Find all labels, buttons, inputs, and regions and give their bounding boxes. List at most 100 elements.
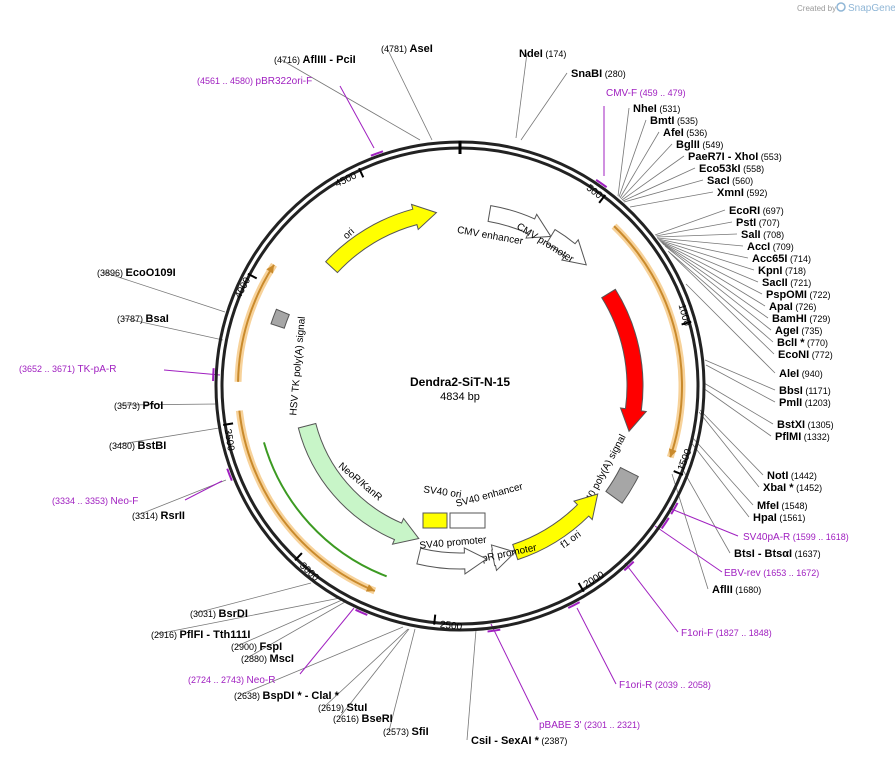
primer-f1ori-f[interactable]: F1ori-F (1827 .. 1848) [681, 628, 772, 639]
enzyme-hpai[interactable]: HpaI (1561) [753, 512, 805, 524]
enzyme-rsrii[interactable]: (3314) RsrII [132, 510, 185, 522]
enzyme-snabi[interactable]: SnaBI (280) [571, 68, 626, 80]
enzyme-bamhi[interactable]: BamHI (729) [772, 313, 830, 325]
enzyme-leader-line [621, 155, 685, 201]
enzyme-bseri[interactable]: (2616) BseRI [333, 713, 393, 725]
enzyme-afliii-pcii[interactable]: (4716) AflIII - PciI [274, 54, 356, 66]
enzyme-mfei[interactable]: MfeI (1548) [757, 500, 808, 512]
enzyme-stui[interactable]: (2619) StuI [318, 702, 367, 714]
enzyme-nhei[interactable]: NheI (531) [633, 103, 680, 115]
enzyme-leader-line [691, 436, 754, 506]
enzyme-name: EcoRI [729, 205, 760, 217]
enzyme-bstxi[interactable]: BstXI (1305) [777, 419, 834, 431]
enzyme-agei[interactable]: AgeI (735) [775, 325, 822, 337]
enzyme-bsrdi[interactable]: (3031) BsrDI [190, 608, 248, 620]
enzyme-csii-sexai[interactable]: CsiI - SexAI * (2387) [471, 735, 567, 747]
enzyme-bglii[interactable]: BglII (549) [676, 139, 723, 151]
tick-label: 3500 [222, 428, 237, 452]
enzyme-position: (2880) [241, 654, 270, 664]
enzyme-xmni[interactable]: XmnI (592) [717, 187, 767, 199]
enzyme-label: BbsI (1171) [779, 385, 831, 397]
enzyme-leader-line [338, 628, 410, 719]
primer-sv40pa-r[interactable]: SV40pA-R (1599 .. 1618) [743, 532, 849, 543]
enzyme-xbai[interactable]: XbaI * (1452) [763, 482, 822, 494]
enzyme-sacii[interactable]: SacII (721) [762, 277, 811, 289]
enzyme-pflfi-tth111i[interactable]: (2916) PflFI - Tth111I [151, 629, 250, 641]
enzyme-noti[interactable]: NotI (1442) [767, 470, 817, 482]
orf-arc [237, 264, 275, 382]
enzyme-bcli[interactable]: BclI * (770) [777, 337, 828, 349]
enzyme-econi[interactable]: EcoNI (772) [778, 349, 833, 361]
enzyme-name: PspOMI [766, 289, 807, 301]
primer-ebv-rev[interactable]: EBV-rev (1653 .. 1672) [724, 568, 819, 579]
enzyme-leader-line [279, 58, 421, 141]
enzyme-alei[interactable]: AleI (940) [779, 368, 823, 380]
primer-tk-pa-r[interactable]: (3652 .. 3671) TK-pA-R [19, 364, 116, 375]
primer-cmv-f[interactable]: CMV-F (459 .. 479) [606, 88, 686, 99]
enzyme-bmti[interactable]: BmtI (535) [650, 115, 698, 127]
enzyme-label: (4781) AseI [381, 43, 433, 55]
enzyme-afei[interactable]: AfeI (536) [663, 127, 707, 139]
enzyme-position: (4716) [274, 55, 303, 65]
enzyme-position: (558) [741, 164, 765, 174]
enzyme-psti[interactable]: PstI (707) [736, 217, 780, 229]
enzyme-pfoi[interactable]: (3573) PfoI [114, 400, 163, 412]
feature-label-hsv-tk-poly-a-signal: HSV TK poly(A) signal [288, 316, 308, 416]
enzyme-leader-line [618, 119, 647, 198]
enzyme-leader-line [703, 382, 774, 425]
primer-neo-r[interactable]: (2724 .. 2743) Neo-R [188, 675, 275, 686]
enzyme-ndei[interactable]: NdeI (174) [519, 48, 566, 60]
enzyme-name: ApaI [769, 301, 793, 313]
enzyme-bstbi[interactable]: (3480) BstBI [109, 440, 166, 452]
primer-label: CMV-F (459 .. 479) [606, 88, 686, 99]
enzyme-name: FspI [260, 641, 283, 653]
enzyme-label: XmnI (592) [717, 187, 767, 199]
primer-name: pBR322ori-F [256, 76, 313, 87]
primer-f1ori-r[interactable]: F1ori-R (2039 .. 2058) [619, 680, 711, 691]
primer-pbr322ori-f[interactable]: (4561 .. 4580) pBR322ori-F [197, 76, 312, 87]
enzyme-aflii[interactable]: AflII (1680) [712, 584, 761, 596]
enzyme-eco53ki[interactable]: Eco53kI (558) [699, 163, 764, 175]
plasmid-length: 4834 bp [440, 391, 480, 403]
enzyme-apai[interactable]: ApaI (726) [769, 301, 816, 313]
enzyme-position: (560) [730, 176, 754, 186]
enzyme-position: (708) [761, 230, 785, 240]
enzyme-asei[interactable]: (4781) AseI [381, 43, 433, 55]
enzyme-position: (735) [799, 326, 823, 336]
primer-binding-mark [660, 517, 670, 530]
enzyme-msci[interactable]: (2880) MscI [241, 653, 294, 665]
enzyme-btsi-bts-i[interactable]: BtsI - BtsαI (1637) [734, 548, 821, 560]
enzyme-fspi[interactable]: (2900) FspI [231, 641, 282, 653]
enzyme-ecoo109i[interactable]: (3896) EcoO109I [97, 267, 176, 279]
enzyme-label: BamHI (729) [772, 313, 830, 325]
enzyme-bbsi[interactable]: BbsI (1171) [779, 385, 831, 397]
feature-ori [324, 203, 438, 274]
enzyme-pflmi[interactable]: PflMI (1332) [775, 431, 830, 443]
enzyme-saci[interactable]: SacI (560) [707, 175, 753, 187]
enzyme-sfii[interactable]: (2573) SfiI [383, 726, 429, 738]
primer-position: (2039 .. 2058) [652, 680, 711, 690]
primer-neo-f[interactable]: (3334 .. 3353) Neo-F [52, 496, 138, 507]
enzyme-name: KpnI [758, 265, 782, 277]
enzyme-acci[interactable]: AccI (709) [747, 241, 794, 253]
enzyme-label: AflII (1680) [712, 584, 761, 596]
enzyme-leader-line [515, 52, 528, 139]
enzyme-bspdi-clai[interactable]: (2638) BspDI * - ClaI * [234, 690, 340, 702]
primer-position: (3652 .. 3671) [19, 364, 78, 374]
enzyme-pmli[interactable]: PmlI (1203) [779, 397, 831, 409]
enzyme-sali[interactable]: SalI (708) [741, 229, 784, 241]
primer-leader-line [163, 369, 221, 376]
enzyme-ecori[interactable]: EcoRI (697) [729, 205, 784, 217]
feature-label-sv40-ori: SV40 ori [423, 484, 463, 500]
enzyme-paer7i-xhoi[interactable]: PaeR7I - XhoI (553) [688, 151, 782, 163]
primer-pbabe-3[interactable]: pBABE 3' (2301 .. 2321) [539, 720, 640, 731]
enzyme-leader-line [655, 221, 733, 237]
enzyme-label: BtsI - BtsαI (1637) [734, 548, 821, 560]
orf-arrowhead [266, 264, 275, 274]
enzyme-position: (722) [807, 290, 831, 300]
enzyme-bsai[interactable]: (3787) BsaI [117, 313, 169, 325]
enzyme-kpni[interactable]: KpnI (718) [758, 265, 806, 277]
enzyme-acc65i[interactable]: Acc65I (714) [752, 253, 811, 265]
enzyme-pspomi[interactable]: PspOMI (722) [766, 289, 830, 301]
